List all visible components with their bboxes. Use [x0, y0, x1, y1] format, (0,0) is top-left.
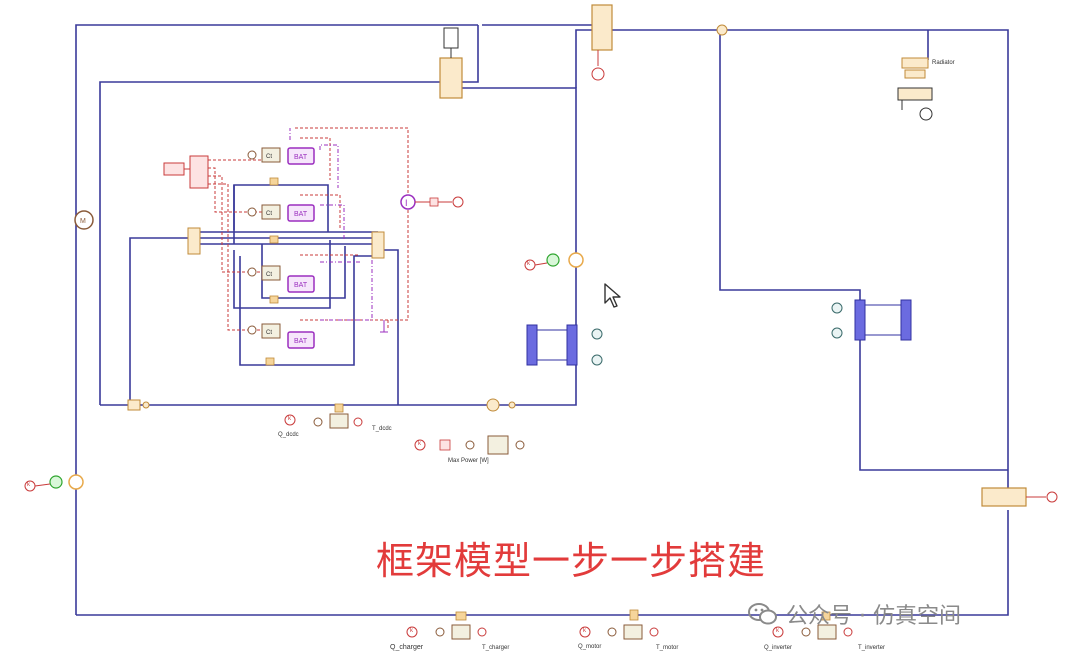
battery-signal-lines	[208, 127, 409, 331]
svg-text:Ct: Ct	[266, 154, 272, 160]
max-power-label: Max Power [W]	[448, 458, 489, 464]
left-pump-motor-label: M	[80, 218, 86, 225]
q-dcdc-label: Q_dcdc	[278, 432, 299, 438]
battery-cell-2[interactable]	[247, 204, 315, 244]
svg-text:BAT: BAT	[294, 282, 308, 289]
heater-power-block[interactable]	[414, 435, 525, 455]
ct-text-labels: Ct Ct Ct Ct	[266, 154, 272, 336]
splitter-node[interactable]	[716, 24, 728, 36]
motor-thermal[interactable]	[579, 609, 659, 640]
pack-outlet-manifold[interactable]	[371, 231, 385, 259]
left-pump[interactable]	[24, 474, 84, 492]
svg-text:BAT: BAT	[294, 211, 308, 218]
svg-text:BAT: BAT	[294, 338, 308, 345]
q-charger-label: Q_charger	[390, 644, 424, 651]
svg-text:BAT: BAT	[294, 154, 308, 161]
t-charger-label: T_charger	[482, 645, 510, 651]
pack-inlet-manifold[interactable]	[187, 227, 201, 255]
t-motor-label: T_motor	[656, 645, 679, 651]
svg-text:I: I	[405, 198, 408, 208]
battery-controller[interactable]	[163, 155, 209, 189]
right-valve[interactable]	[981, 487, 1058, 507]
k-signal-1: k	[527, 261, 530, 267]
k-signal-2: k	[27, 482, 30, 488]
k-signal-7: k	[776, 628, 779, 634]
battery-signal-dotdash	[289, 128, 373, 321]
watermark-text: 公众号 · 仿真空间	[786, 604, 961, 629]
pipe-network	[75, 24, 1009, 616]
overlay-title: 框架模型一步一步搭建	[376, 539, 767, 583]
svg-text:Ct: Ct	[266, 330, 272, 336]
battery-cell-1[interactable]	[247, 147, 315, 186]
battery-cell-3[interactable]	[247, 265, 315, 304]
watermark: 公众号 · 仿真空间	[748, 598, 961, 630]
q-motor-label: Q_motor	[578, 644, 602, 650]
battery-cell-4[interactable]	[247, 323, 315, 366]
mouse-cursor-icon	[604, 283, 621, 308]
battery-text-labels: BAT BAT BAT BAT	[294, 154, 308, 345]
current-sensor[interactable]: I	[400, 194, 464, 210]
svg-text:Ct: Ct	[266, 272, 272, 278]
middle-pump[interactable]	[524, 252, 584, 271]
charger-thermal[interactable]	[406, 611, 487, 640]
t-inverter-label: T_inverter	[858, 645, 886, 651]
chiller-exchanger-left[interactable]	[526, 324, 603, 366]
radiator[interactable]	[897, 57, 933, 121]
dcdc-thermal[interactable]	[284, 403, 363, 429]
heater-valve[interactable]	[486, 398, 516, 412]
chiller-exchanger-right[interactable]	[831, 299, 912, 341]
top-right-valve[interactable]	[591, 4, 613, 81]
k-signal-6: k	[583, 628, 586, 634]
k-signal-3: k	[288, 416, 291, 422]
t-dcdc-label: T_dcdc	[372, 426, 392, 432]
k-signal-5: k	[410, 628, 413, 634]
wechat-icon	[748, 603, 777, 625]
k-signal-4: k	[418, 441, 421, 447]
radiator-label: Radiator	[932, 60, 955, 66]
inverter-thermal[interactable]	[772, 611, 853, 640]
svg-text:Ct: Ct	[266, 211, 272, 217]
left-pump-motor[interactable]	[74, 210, 94, 230]
left-loop-junction[interactable]	[127, 399, 150, 411]
q-inverter-label: Q_inverter	[764, 645, 793, 651]
top-mixing-valve[interactable]	[439, 27, 463, 99]
